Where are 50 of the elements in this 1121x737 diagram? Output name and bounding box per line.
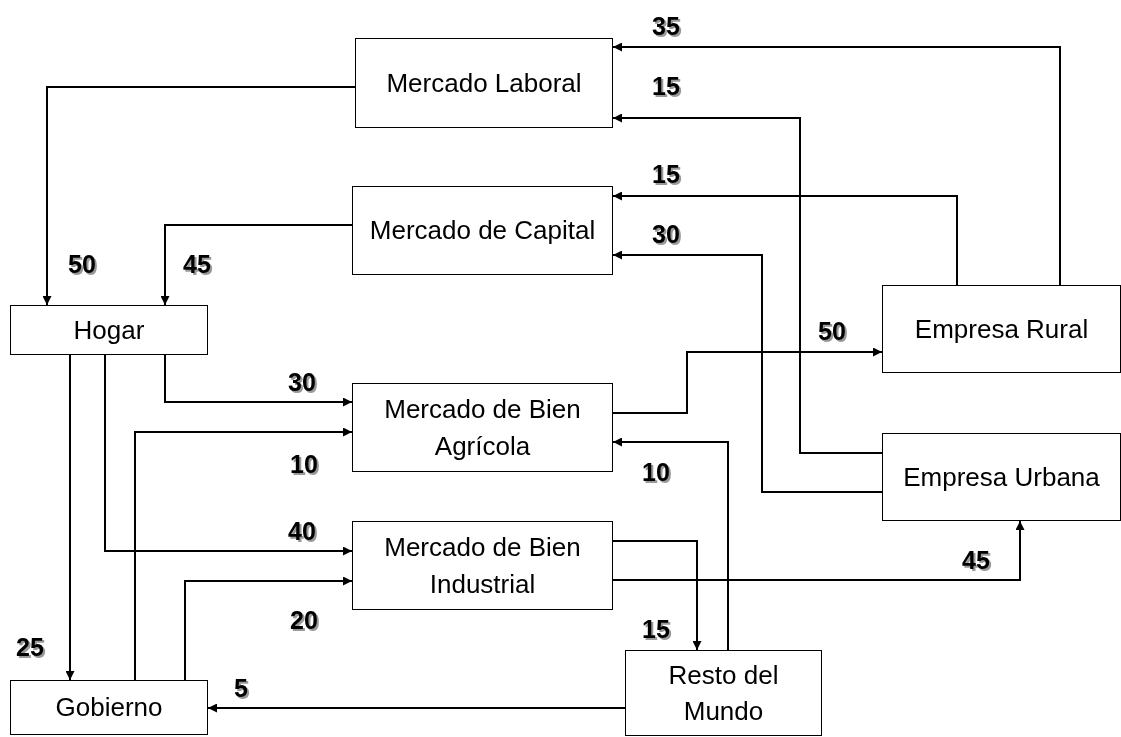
arrow: [65, 354, 75, 681]
edge-label: 20: [290, 606, 318, 635]
arrow: [612, 520, 1025, 581]
node-box: [882, 285, 1121, 373]
arrow: [612, 540, 702, 651]
node-box: [10, 305, 208, 355]
arrow: [42, 86, 356, 306]
node-box: [355, 38, 613, 128]
edge-label: 40: [288, 517, 316, 546]
edge-label: 50: [68, 250, 96, 279]
node-box: [352, 186, 613, 275]
edge-label: 30: [652, 220, 680, 249]
edge-label: 15: [642, 615, 670, 644]
node-label: Empresa Urbana: [903, 460, 1100, 494]
node-label: Mercado de Bien Industrial: [383, 531, 582, 601]
arrow: [612, 347, 883, 414]
node-box: [352, 383, 613, 472]
node-box: [352, 521, 613, 610]
arrow: [134, 427, 353, 681]
arrow: [612, 191, 958, 286]
edge-label: 10: [642, 458, 670, 487]
node-label: Mercado de Bien Agrícola: [383, 393, 582, 463]
edge-label: 15: [652, 72, 680, 101]
edge-label: 10: [290, 450, 318, 479]
arrow: [612, 42, 1061, 286]
edge-label: 50: [818, 317, 846, 346]
edge-label: 30: [288, 368, 316, 397]
edge-label: 15: [652, 160, 680, 189]
node-label: Gobierno: [55, 691, 163, 725]
edge-label: 45: [183, 250, 211, 279]
edge-label: 5: [234, 674, 248, 703]
arrow: [612, 113, 883, 454]
node-label: Hogar: [73, 313, 145, 347]
edge-label: 45: [962, 546, 990, 575]
node-label: Mercado Laboral: [386, 66, 582, 100]
arrow: [612, 250, 883, 493]
node-label: Mercado de Capital: [369, 214, 596, 248]
node-box: [625, 650, 822, 736]
arrow: [207, 703, 626, 713]
arrow: [184, 576, 353, 681]
edge-label: 25: [16, 633, 44, 662]
arrow: [104, 354, 353, 556]
node-label: Resto del Mundo: [667, 658, 780, 728]
node-box: [10, 680, 208, 735]
node-box: [882, 433, 1121, 521]
arrow: [612, 437, 729, 651]
node-label: Empresa Rural: [914, 312, 1089, 346]
arrow: [160, 224, 353, 306]
arrow: [164, 354, 353, 407]
edge-label: 35: [652, 12, 680, 41]
